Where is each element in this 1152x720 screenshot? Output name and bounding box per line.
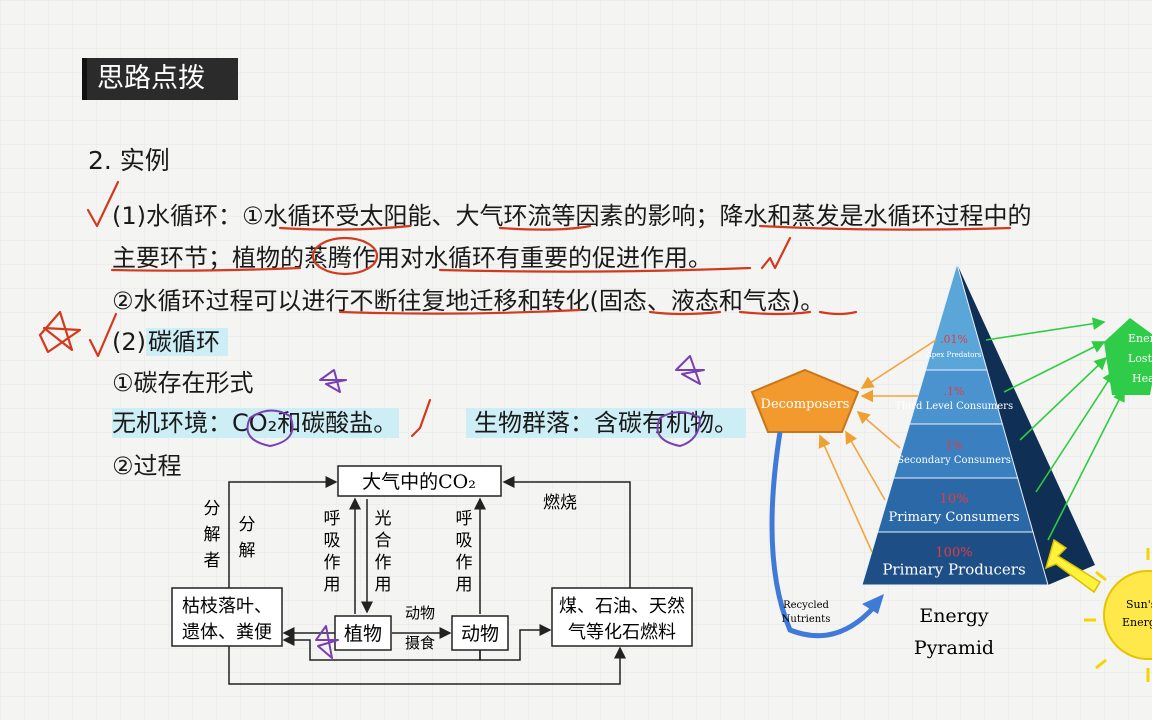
feeding-label-2: 摄食 [405,634,435,652]
water-cycle-line3: ②水循环过程可以进行不断往复地迁移和转化(固态、液态和气态)。 [112,287,825,315]
pyramid-pct-1: .01% [940,333,968,346]
decomposer-char-3: 者 [204,551,221,571]
carbon-form-title: ①碳存在形式 [112,369,254,397]
respiration2-char-1: 呼 [456,509,473,529]
decomposers-label: Decomposers [761,397,850,412]
process-title: ②过程 [112,452,182,480]
heat-label-3: Heat [1132,372,1152,385]
carbon-title-prefix: (2) [112,328,146,356]
carbon-cycle-title: (2)碳循环 [112,327,228,357]
decomposer-char-1: 分 [204,499,221,519]
plant-label: 植物 [344,623,382,645]
respiration2-char-3: 作 [456,553,473,573]
pyramid-name-1: Apex Predators [926,351,982,359]
atmosphere-label: 大气中的CO₂ [362,471,476,493]
pyramid-name-3: Secondary Consumers [897,455,1011,466]
pyramid-name-5: Primary Producers [882,561,1025,579]
fuel-label-2: 气等化石燃料 [568,622,676,643]
photosynthesis-char-4: 用 [375,575,392,595]
recycled-label-2: Nutrients [782,614,831,625]
pyramid-pct-2: .1% [944,385,965,398]
inorganic-environment: 无机环境：CO₂和碳酸盐。 [112,408,400,438]
litter-label-2: 遗体、粪便 [182,622,272,643]
pyramid-title-2: Pyramid [914,637,994,659]
sun-shape [1103,570,1152,660]
photosynthesis-char-2: 合 [375,531,392,551]
pyramid-pct-3: 1% [945,439,962,452]
decompose-char-1: 分 [239,515,256,535]
pyramid-name-2: Third Level Consumers [895,401,1013,412]
pyramid-levels: .01% Apex Predators .1% Third Level Consume… [861,262,1049,586]
animal-label: 动物 [461,623,499,645]
pyramid-title-1: Energy [919,605,989,627]
litter-label-1: 枯枝落叶、 [182,596,272,617]
photosynthesis-char-3: 作 [375,553,392,573]
respiration2-char-4: 用 [456,575,473,595]
respiration1-char-3: 作 [324,553,341,573]
animal-box [451,615,509,651]
atmosphere-box [337,465,502,497]
sun-label-2: Energy [1122,616,1152,629]
water-cycle-line1: (1)水循环：①水循环受太阳能、大气环流等因素的影响；降水和蒸发是水循环过程中的 [112,202,1032,230]
pyramid-pct-4: 10% [940,492,969,507]
photosynthesis-char-1: 光 [375,509,392,529]
decompose-char-2: 解 [239,541,256,561]
section-title: 2. 实例 [88,146,170,175]
respiration2-char-2: 吸 [456,531,473,551]
water-cycle-line2: 主要环节；植物的蒸腾作用对水循环有重要的促进作用。 [112,244,712,272]
respiration1-char-1: 呼 [324,509,341,529]
recycled-label-1: Recycled [783,600,829,611]
pyramid-pct-5: 100% [935,546,972,561]
respiration1-char-4: 用 [324,575,341,595]
pyramid-name-4: Primary Consumers [889,510,1020,525]
pyramid-level-5 [861,531,1049,586]
litter-box [171,587,283,647]
biotic-community: 生物群落：含碳有机物。 [466,408,746,438]
sun-label-1: Sun's [1126,598,1152,611]
heat-loss-shape [1104,318,1152,395]
heat-label-2: Lost as [1128,352,1152,365]
section-header: 思路点拨 [82,58,238,100]
decomposers-shape [750,368,860,433]
heat-label-1: Energy [1128,332,1152,345]
respiration1-char-2: 吸 [324,531,341,551]
fuel-label-1: 煤、石油、天然 [559,596,685,617]
combustion-label: 燃烧 [543,493,577,513]
feeding-label-1: 动物 [405,604,435,622]
fossil-fuel-box [551,587,693,647]
decomposer-char-2: 解 [204,525,221,545]
carbon-title-highlight: 碳循环 [146,328,228,356]
